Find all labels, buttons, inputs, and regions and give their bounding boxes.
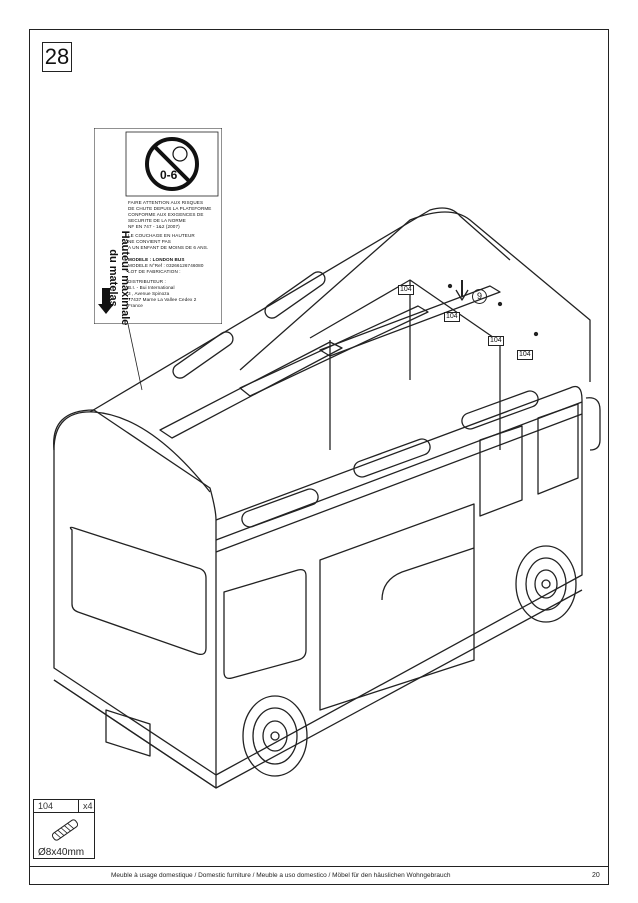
rear-wheel (515, 545, 577, 623)
warning2-line: NE CONVIENT PAS (128, 239, 171, 245)
age-restriction-icon: 0-6 (160, 168, 178, 182)
part-tag-104: 104 (398, 285, 414, 295)
warning-line: CONFORME AUX EXIGENCES DE (128, 212, 204, 218)
warning2-line: LE COUCHAGE EN HAUTEUR (128, 232, 195, 238)
distrib-line: DISTRIBUTEUR : (128, 278, 166, 284)
footer-text: Meuble à usage domestique / Domestic fur… (111, 872, 451, 879)
step-number: 28 (42, 42, 72, 72)
max-height-line1: Hauteur maximale (119, 230, 131, 326)
warning-line: NF EN 747 - 1&2 (2007) (128, 224, 180, 230)
lot-line: LOT DE FABRICATION : (128, 268, 181, 274)
page-number: 20 (592, 872, 600, 879)
divider (78, 800, 79, 812)
distrib-line: 77437 Marne La Vallee Cedex 2 (128, 296, 197, 302)
bus-bed-drawing (53, 207, 601, 789)
warning-line: FAIRE ATTENTION AUX RISQUES (128, 200, 204, 205)
warning-label (94, 128, 222, 324)
part-tag-104: 104 (488, 336, 504, 346)
parts-box: 104 x4 Ø8x40mm (33, 799, 95, 859)
distrib-line: France (128, 302, 143, 308)
front-wheel (242, 695, 308, 777)
warning2-line: A UN ENFANT DE MOINS DE 6 ANS. (128, 245, 209, 251)
max-height-line2: du matelas (107, 249, 119, 307)
distrib-line: 3 , Avenue Spinoza (128, 290, 170, 296)
footer-divider (29, 866, 609, 867)
dowel-icon (51, 819, 79, 841)
page-frame (29, 29, 609, 885)
model-line: MODELE : LONDON BUS (128, 256, 185, 262)
divider (34, 812, 94, 813)
screw-step-callout: 9 (472, 289, 487, 304)
warning-line: DE CHUTE DEPUIS LA PLATEFORME (128, 206, 212, 212)
part-qty: x4 (83, 801, 93, 811)
label-text: FAIRE ATTENTION AUX RISQUES DE CHUTE DEP… (128, 200, 220, 311)
part-tag-104: 104 (444, 312, 460, 322)
part-id: 104 (38, 801, 54, 811)
warning-line: SECURITE DE LA NORME (128, 218, 186, 224)
distrib-line: B.I. - Bui International (128, 284, 175, 290)
part-tag-104: 104 (517, 350, 533, 360)
ref-line: MODELE N°Ref : 03266126746080 (128, 262, 204, 268)
part-dimension: Ø8x40mm (38, 847, 85, 858)
max-mattress-height-text: Hauteur maximale du matelas (91, 223, 131, 333)
